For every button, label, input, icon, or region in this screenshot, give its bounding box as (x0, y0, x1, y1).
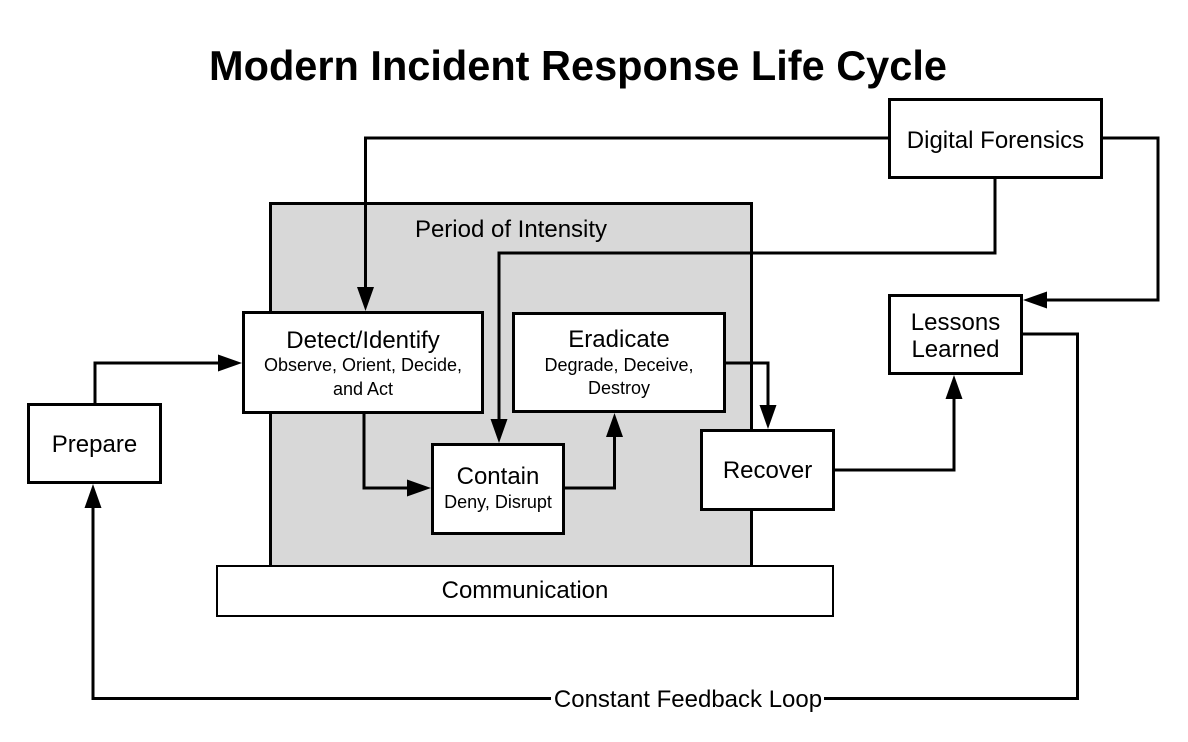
svg-text:Learned: Learned (911, 336, 999, 363)
svg-text:Deny, Disrupt: Deny, Disrupt (444, 492, 552, 512)
svg-text:Eradicate: Eradicate (568, 326, 669, 353)
svg-text:Observe, Orient, Decide,: Observe, Orient, Decide, (264, 355, 462, 375)
svg-text:Period of Intensity: Period of Intensity (415, 216, 607, 243)
svg-text:Modern Incident Response Life: Modern Incident Response Life Cycle (209, 42, 947, 89)
svg-text:Prepare: Prepare (52, 431, 137, 458)
svg-text:Recover: Recover (723, 457, 812, 484)
svg-text:Lessons: Lessons (911, 309, 1000, 336)
svg-text:Digital Forensics: Digital Forensics (907, 127, 1084, 154)
svg-text:Degrade, Deceive,: Degrade, Deceive, (544, 355, 693, 375)
svg-text:Detect/Identify: Detect/Identify (286, 327, 439, 354)
svg-text:Communication: Communication (442, 577, 609, 604)
svg-text:Destroy: Destroy (588, 378, 650, 398)
svg-text:and Act: and Act (333, 379, 393, 399)
svg-text:Constant Feedback Loop: Constant Feedback Loop (554, 686, 822, 713)
svg-text:Contain: Contain (457, 463, 540, 490)
